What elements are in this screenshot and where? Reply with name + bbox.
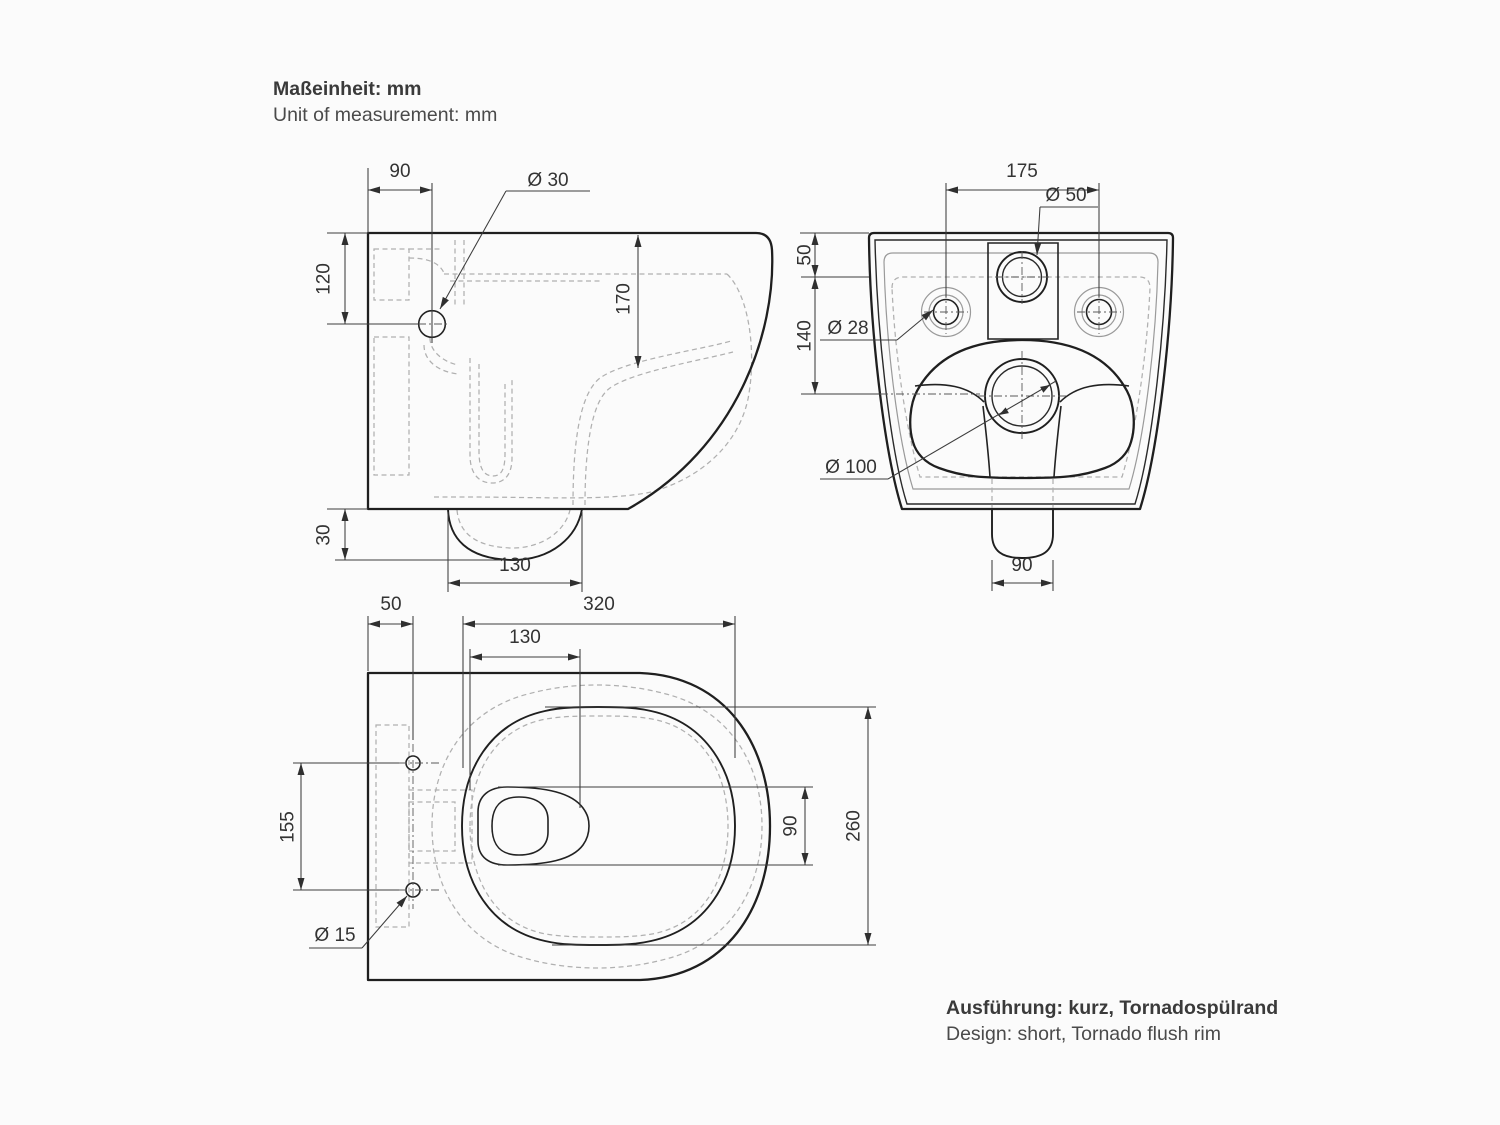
front-dim-175: 175	[1006, 161, 1038, 182]
top-dim-130: 130	[509, 627, 541, 648]
top-dim-dia15: Ø 15	[314, 925, 355, 946]
top-outline-path	[366, 671, 772, 982]
side-dimensions	[341, 186, 642, 587]
side-view-internals	[373, 240, 753, 549]
leader-line-dia50	[1034, 206, 1042, 256]
front-dim-50: 50	[795, 244, 816, 265]
side-view: 90 Ø 30 120 170 30 130	[314, 161, 774, 592]
top-dim-90: 90	[781, 815, 802, 836]
dia100-arrowhead	[999, 407, 1009, 415]
front-dim-140: 140	[795, 320, 816, 352]
side-dim-30: 30	[314, 524, 335, 545]
front-outline-inner	[874, 239, 1168, 505]
front-dim-dia50: Ø 50	[1045, 185, 1086, 206]
outlet-channel-right	[1053, 405, 1062, 478]
fixing-plate-dashed	[373, 248, 410, 301]
outlet-inner-dashed	[456, 509, 571, 549]
design-note-en: Design: short, Tornado flush rim	[946, 1023, 1221, 1045]
fixing-hole-lower	[399, 882, 440, 898]
design-note: Ausführung: kurz, Tornadospülrand Design…	[946, 995, 1278, 1047]
leader-line-dia100	[887, 380, 1057, 480]
dia100-arrowhead	[1040, 385, 1050, 393]
leader-line-dia30	[439, 190, 507, 310]
front-outlet	[991, 508, 1054, 559]
side-dim-90: 90	[389, 161, 410, 182]
bowl-surface-dashed	[572, 340, 732, 506]
front-dim-dia28: Ø 28	[827, 318, 868, 339]
front-view: 175 Ø 50 50 140 Ø 28 Ø 100 90	[795, 161, 1175, 591]
side-dim-170: 170	[614, 283, 635, 315]
bowl-cavity-dashed	[431, 273, 753, 499]
unit-note-en: Unit of measurement: mm	[273, 104, 498, 126]
front-outline-path	[867, 231, 1175, 511]
front-dim-90: 90	[1011, 555, 1032, 576]
side-dim-130: 130	[499, 555, 531, 576]
inlet-channel-dashed	[423, 344, 459, 375]
front-inner-shell-gray	[883, 252, 1159, 490]
unit-note-de: Maßeinheit: mm	[273, 78, 422, 100]
front-inner-shell-dashed	[891, 276, 1151, 478]
front-dim-dia100: Ø 100	[825, 457, 877, 478]
bowl-outline	[909, 338, 1135, 480]
fixing-hole-upper	[399, 755, 440, 771]
side-outlet-bump	[447, 508, 583, 561]
seat-mid-dashed	[431, 684, 763, 969]
top-dim-155: 155	[278, 811, 299, 843]
fixing-plate-dashed	[373, 336, 410, 476]
top-dimensions	[297, 620, 872, 949]
inlet-channel-dashed	[429, 337, 459, 366]
inlet-channel-dashed	[408, 257, 445, 274]
top-view: 50 320 130 155 Ø 15 90 260	[278, 594, 876, 982]
leader-line-dia28	[896, 309, 934, 341]
bowl-rim-outline	[461, 706, 736, 946]
outlet-channel-left	[982, 405, 991, 478]
side-dim-120: 120	[314, 263, 335, 295]
front-dimensions	[811, 186, 1099, 587]
leader-line-dia15	[361, 895, 408, 949]
trap-inner-outline	[491, 796, 549, 856]
side-outline-path	[366, 231, 774, 511]
design-note-de: Ausführung: kurz, Tornadospülrand	[946, 997, 1279, 1019]
trap-dashed	[478, 364, 506, 477]
top-dim-260: 260	[844, 810, 865, 842]
fixing-plate-dashed	[375, 724, 410, 928]
unit-note: Maßeinheit: mm Unit of measurement: mm	[273, 76, 497, 128]
side-dim-dia30: Ø 30	[527, 170, 568, 191]
top-dim-50: 50	[380, 594, 401, 615]
rim-inner-dashed	[469, 715, 729, 938]
bowl-surface-dashed	[584, 351, 734, 506]
trap-dashed	[469, 358, 513, 484]
top-dim-320: 320	[583, 594, 615, 615]
inlet-channel-dashed	[408, 801, 456, 852]
flush-wing-left	[914, 383, 985, 403]
flush-wing-right	[1059, 383, 1130, 403]
